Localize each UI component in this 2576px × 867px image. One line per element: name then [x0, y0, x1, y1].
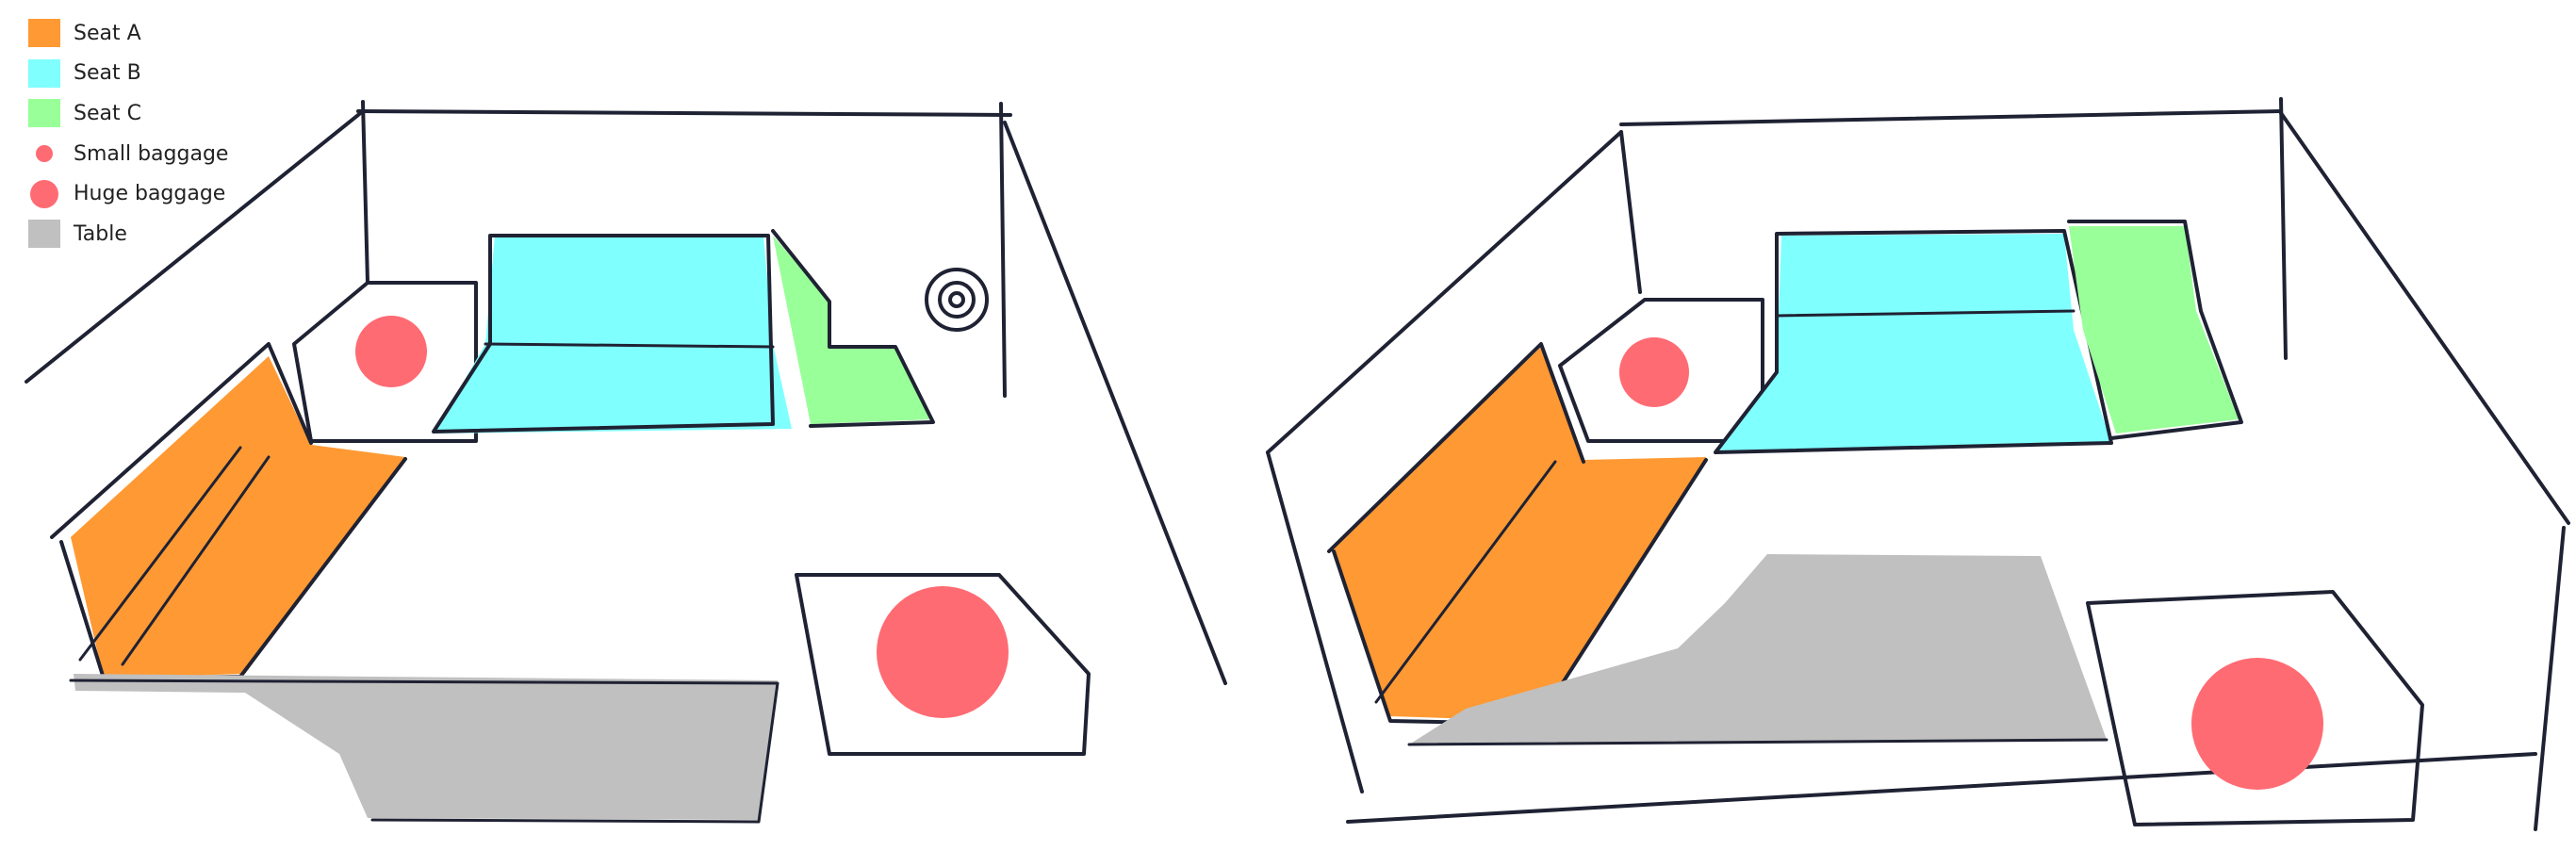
room-wall-corner-left — [363, 102, 368, 283]
legend-item-seat-c: Seat C — [28, 93, 228, 134]
legend-item-seat-a: Seat A — [28, 13, 228, 54]
legend-swatch-table — [28, 220, 60, 248]
sketch-right — [1268, 99, 2568, 829]
legend-swatch-seat-a — [28, 19, 60, 47]
legend-item-seat-b: Seat B — [28, 54, 228, 94]
legend-swatch-seat-b — [28, 59, 60, 88]
small-baggage-left — [355, 316, 427, 387]
small-baggage-right — [1619, 337, 1689, 407]
legend-item-small-baggage: Small baggage — [28, 134, 228, 174]
legend-label-huge-baggage: Huge baggage — [74, 182, 225, 205]
legend-label-table: Table — [74, 222, 127, 246]
legend-dot-wrap-small — [28, 139, 60, 168]
legend-item-huge-baggage: Huge baggage — [28, 173, 228, 214]
legend-item-table: Table — [28, 214, 228, 254]
legend-label-seat-b: Seat B — [74, 61, 141, 85]
seat-b-left — [434, 236, 792, 434]
target-icon-inner — [950, 293, 963, 306]
huge-baggage-left — [877, 586, 1009, 718]
legend-label-small-baggage: Small baggage — [74, 142, 228, 166]
legend: Seat A Seat B Seat C Small baggage Huge … — [28, 13, 228, 254]
room-floor-left-right-sketch — [1268, 452, 1362, 792]
legend-dot-huge-baggage — [30, 180, 58, 208]
room-wall-corner-right-right-sketch — [2281, 99, 2286, 358]
room-ceiling-back-right-sketch — [1621, 111, 2281, 124]
room-edge-right-right-sketch — [2281, 113, 2568, 523]
legend-dot-small-baggage — [36, 145, 53, 162]
legend-swatch-seat-c — [28, 99, 60, 127]
room-wall-corner-right — [1001, 104, 1005, 396]
room-ceiling-back — [358, 111, 1010, 115]
room-floor-front-right-sketch — [1348, 754, 2535, 822]
legend-label-seat-c: Seat C — [74, 102, 141, 125]
seat-a-left — [71, 356, 405, 679]
room-edge-left-right-sketch — [1268, 132, 1621, 452]
legend-label-seat-a: Seat A — [74, 22, 141, 45]
room-wall-corner-left-right-sketch — [1621, 132, 1640, 292]
room-edge-right — [1005, 123, 1225, 683]
table-left — [74, 674, 778, 820]
room-edge-front-right-sketch — [2535, 528, 2564, 829]
legend-dot-wrap-huge — [28, 180, 60, 208]
target-icon-outer — [927, 270, 987, 330]
huge-baggage-right — [2191, 658, 2323, 790]
target-icon-middle — [940, 283, 974, 317]
